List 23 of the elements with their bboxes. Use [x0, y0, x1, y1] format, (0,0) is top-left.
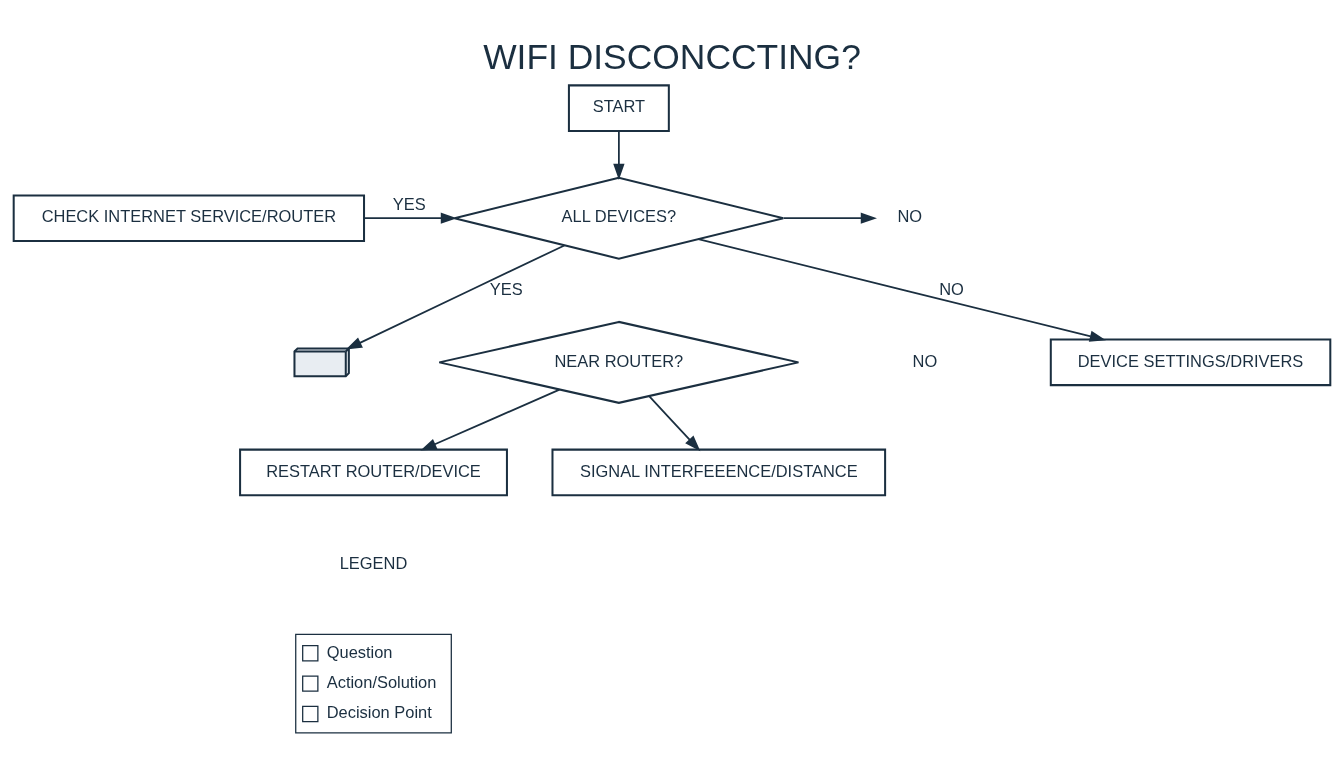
arrow	[420, 388, 561, 451]
legend-label: Question	[326, 642, 393, 661]
node-text: NO	[897, 206, 923, 225]
arrow	[648, 395, 701, 451]
legend-label: Action/Solution	[326, 672, 437, 691]
diagram-title: WIFI DISCONCCTING?	[483, 36, 861, 77]
edge-label: YES	[392, 194, 426, 213]
node-box: RESTART ROUTER/DEVICE	[239, 448, 508, 496]
edge-label: NO	[939, 279, 964, 298]
node-diamond: ALL DEVICES?	[453, 176, 785, 260]
legend-label: Decision Point	[326, 702, 432, 721]
node-box: START	[567, 83, 670, 132]
arrow	[363, 212, 457, 224]
arrow	[782, 212, 877, 224]
edge-label: YES	[489, 279, 523, 298]
node-box: SIGNAL INTERFEEENCE/DISTANCE	[551, 448, 887, 496]
arrow	[613, 129, 625, 180]
node-box: DEVICE SETTINGS/DRIVERS	[1049, 338, 1332, 386]
label: LEGEND	[339, 553, 408, 572]
node-diamond: NEAR ROUTER?	[438, 320, 800, 404]
label: NO	[912, 351, 938, 370]
arrow	[697, 237, 1106, 342]
node-box: CHECK INTERNET SERVICE/ROUTER	[12, 193, 366, 242]
